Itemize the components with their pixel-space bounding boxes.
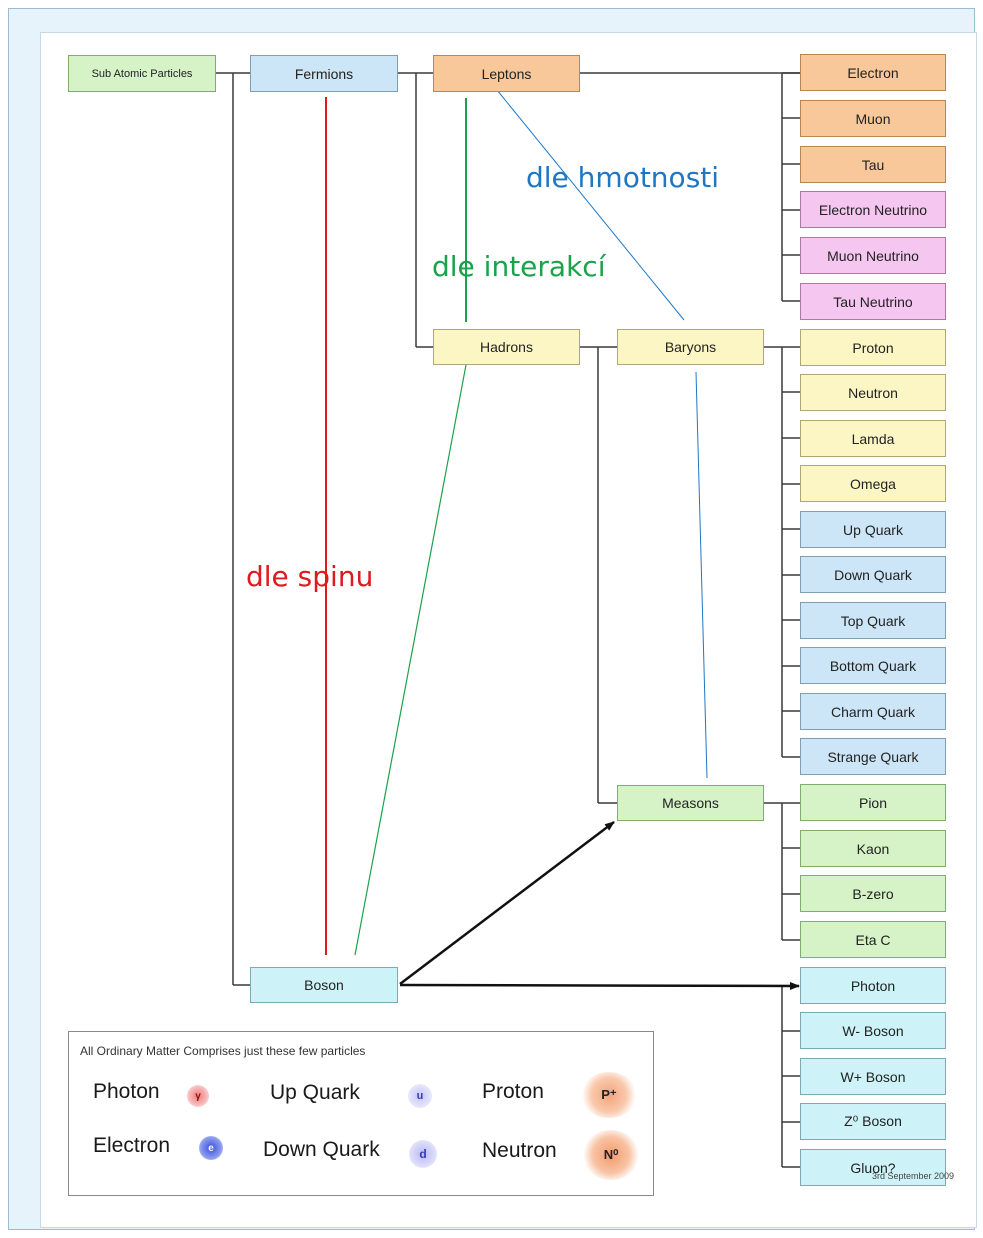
legend-label-neutron: Neutron: [482, 1139, 557, 1162]
leaf-up-quark: Up Quark: [800, 511, 946, 548]
leaf-tau: Tau: [800, 146, 946, 183]
annotation-line-mass-lower: [695, 371, 708, 779]
leaf-gluon: Gluon?: [800, 1149, 946, 1186]
node-sub-atomic-particles: Sub Atomic Particles: [68, 55, 216, 92]
legend-label-down-quark: Down Quark: [263, 1138, 380, 1161]
leaf-photon: Photon: [800, 967, 946, 1004]
leaf-strange-quark: Strange Quark: [800, 738, 946, 775]
node-baryons: Baryons: [617, 329, 764, 365]
legend-proton-icon: P⁺: [581, 1072, 637, 1118]
leaf-w-plus-boson: W+ Boson: [800, 1058, 946, 1095]
legend-title: All Ordinary Matter Comprises just these…: [80, 1044, 366, 1058]
annotation-spin: dle spinu: [246, 560, 374, 593]
node-leptons: Leptons: [433, 55, 580, 92]
legend-label-electron: Electron: [93, 1134, 171, 1157]
leaf-b-zero: B-zero: [800, 875, 946, 912]
annotation-mass: dle hmotnosti: [526, 161, 720, 194]
leaf-electron-neutrino: Electron Neutrino: [800, 191, 946, 228]
legend-photon-icon: γ: [187, 1085, 209, 1107]
leaf-omega: Omega: [800, 465, 946, 502]
node-boson: Boson: [250, 967, 398, 1003]
leaf-down-quark: Down Quark: [800, 556, 946, 593]
legend-down-quark-icon: d: [409, 1140, 437, 1168]
leaf-neutron: Neutron: [800, 374, 946, 411]
node-measons: Measons: [617, 785, 764, 821]
leaf-lamda: Lamda: [800, 420, 946, 457]
leaf-kaon: Kaon: [800, 830, 946, 867]
leaf-eta-c: Eta C: [800, 921, 946, 958]
leaf-top-quark: Top Quark: [800, 602, 946, 639]
leaf-tau-neutrino: Tau Neutrino: [800, 283, 946, 320]
legend-box: All Ordinary Matter Comprises just these…: [68, 1031, 654, 1196]
leaf-charm-quark: Charm Quark: [800, 693, 946, 730]
footer-date: 3rd September 2009: [872, 1171, 955, 1181]
legend-label-up-quark: Up Quark: [270, 1081, 360, 1104]
legend-label-proton: Proton: [482, 1080, 544, 1103]
legend-up-quark-icon: u: [408, 1084, 432, 1108]
leaf-bottom-quark: Bottom Quark: [800, 647, 946, 684]
leaf-w-minus-boson: W- Boson: [800, 1012, 946, 1049]
annotation-line-mass-upper: [496, 89, 685, 321]
leaf-pion: Pion: [800, 784, 946, 821]
arrow-boson-photon: [399, 981, 800, 990]
leaf-proton: Proton: [800, 329, 946, 366]
node-hadrons: Hadrons: [433, 329, 580, 365]
legend-label-photon: Photon: [93, 1080, 160, 1103]
leaf-z-zero-boson: Z⁰ Boson: [800, 1103, 946, 1140]
annotation-line-interaction-lower: [354, 364, 467, 956]
node-fermions: Fermions: [250, 55, 398, 92]
leaf-electron: Electron: [800, 54, 946, 91]
legend-neutron-icon: N⁰: [583, 1130, 639, 1180]
legend-electron-icon: e: [199, 1136, 223, 1160]
arrow-boson-measons: [399, 821, 615, 985]
leaf-muon: Muon: [800, 100, 946, 137]
leaf-muon-neutrino: Muon Neutrino: [800, 237, 946, 274]
annotation-interaction: dle interakcí: [432, 250, 606, 283]
